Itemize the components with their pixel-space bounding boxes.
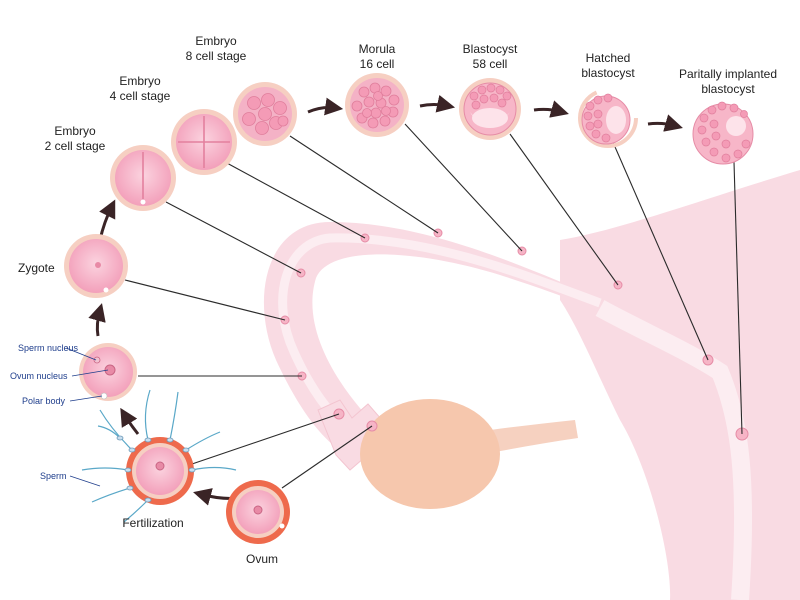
label-sperm-nucleus: Sperm nucleus <box>18 343 79 353</box>
sperm-heads <box>116 435 196 503</box>
leader-4cell <box>224 161 366 239</box>
leader-morula <box>404 123 523 252</box>
label-morula-line2: 16 cell <box>360 57 395 71</box>
embryo-4cell <box>171 109 237 175</box>
label-embryo2-line2: 2 cell stage <box>45 139 106 153</box>
label-ovum-nucleus: Ovum nucleus <box>10 371 68 381</box>
embryo-8cell <box>233 82 297 146</box>
arrow-morula-to-blastocyst <box>419 94 456 113</box>
zygote-cell <box>64 234 128 298</box>
label-zygote: Zygote <box>18 261 55 275</box>
leader-lines <box>124 123 743 489</box>
sperm-group <box>81 389 237 523</box>
label-polar-body: Polar body <box>22 396 66 406</box>
uterus-body <box>560 170 800 600</box>
partially-implanted-blastocyst <box>692 101 754 165</box>
arrow-hatched-to-implanted <box>647 114 683 132</box>
leader-ovum <box>281 425 373 489</box>
label-blastocyst-line1: Blastocyst <box>463 42 518 56</box>
pronuclei-cell <box>79 343 137 401</box>
label-embryo4-line1: Embryo <box>119 74 161 88</box>
label-embryo8-line2: 8 cell stage <box>186 49 247 63</box>
label-ovum: Ovum <box>246 552 278 566</box>
label-hatched-line1: Hatched <box>586 51 631 65</box>
leader-2cell <box>165 201 302 274</box>
leader-zygote <box>124 279 286 321</box>
annotation-labels: Sperm nucleus Ovum nucleus Polar body Sp… <box>10 343 79 481</box>
fallopian-tube <box>263 222 600 452</box>
leader-fertilization <box>191 413 340 465</box>
label-embryo4-line2: 4 cell stage <box>110 89 171 103</box>
fertilization-cell <box>81 389 237 523</box>
label-implanted-line2: blastocyst <box>701 82 755 96</box>
label-hatched-line2: blastocyst <box>581 66 635 80</box>
leader-8cell <box>289 135 439 234</box>
label-sperm: Sperm <box>40 471 67 481</box>
cervix-lumen <box>595 300 753 600</box>
embryo-2cell <box>110 145 176 211</box>
annotation-lines <box>65 347 109 487</box>
arrow-8cell-to-morula <box>307 97 344 116</box>
arrow-pronuclei-to-zygote <box>88 303 106 337</box>
hatched-blastocyst <box>578 88 638 148</box>
leader-blastocyst <box>509 133 619 286</box>
uterus-anatomy <box>263 170 800 600</box>
leader-hatched <box>611 139 709 361</box>
tube-lumen <box>278 233 602 436</box>
morula <box>345 73 409 137</box>
arrow-blastocyst-to-hatched <box>533 100 569 118</box>
ovary <box>360 399 500 509</box>
label-blastocyst-line2: 58 cell <box>473 57 508 71</box>
blastocyst <box>459 78 521 140</box>
label-embryo2-line1: Embryo <box>54 124 96 138</box>
ovum-nucleus <box>104 364 116 376</box>
arrow-fertilization-to-pronuclei <box>120 407 140 435</box>
label-embryo8-line1: Embryo <box>195 34 237 48</box>
sperm-nucleus <box>93 356 101 364</box>
stage-labels: Embryo 8 cell stage Embryo 4 cell stage … <box>18 34 777 566</box>
label-morula-line1: Morula <box>359 42 396 56</box>
label-implanted-line1: Paritally implanted <box>679 67 777 81</box>
leader-implanted <box>733 161 743 435</box>
ovum-cell <box>226 480 290 544</box>
label-fertilization: Fertilization <box>122 516 183 530</box>
